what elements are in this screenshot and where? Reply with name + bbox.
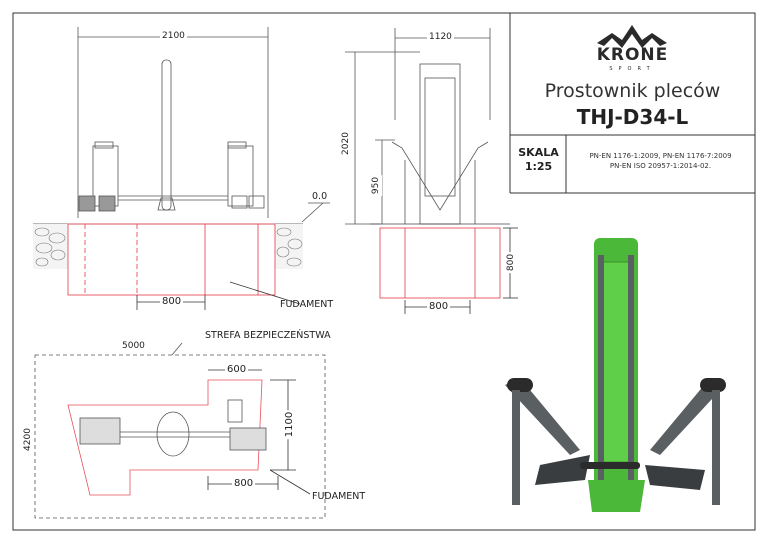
equipment-3d-render (505, 238, 726, 512)
krone-crown-logo (597, 25, 667, 48)
zone-width-dim: 4200 (22, 426, 34, 453)
plan-view (34, 342, 326, 519)
plan-dim-800: 800 (232, 478, 256, 489)
brand-logo-subtext: SPORT (609, 66, 656, 72)
front-foundation-label: FUDAMENT (280, 299, 334, 310)
foundation-depth-dim: 800 (506, 251, 518, 274)
norms-line-2: PN-EN ISO 20957-1:2014-02. (609, 162, 712, 170)
zone-length-dim: 5000 (120, 341, 147, 352)
brand-logo-text: KRONE (596, 45, 669, 65)
ground-rocks (33, 224, 303, 269)
sheet-border (12, 12, 756, 531)
front-view (33, 27, 330, 225)
side-dim-lines (404, 227, 518, 314)
plan-foundation-label: FUDAMENT (312, 491, 366, 502)
side-width-dim: 1120 (427, 32, 454, 43)
scale-value: 1:25 (524, 160, 553, 173)
front-foundation (67, 223, 276, 296)
norms-line-1: PN-EN 1176-1:2009, PN-EN 1176-7:2009 (589, 152, 732, 160)
front-width-dim: 2100 (160, 31, 187, 42)
level-mark: 0.0 (312, 191, 328, 202)
handle-height-dim: 950 (371, 174, 383, 197)
scale-label: SKALA (518, 146, 559, 159)
product-model: THJ-D34-L (576, 105, 689, 129)
safety-zone-label: STREFA BEZPIECZEŃSTWA (205, 330, 331, 341)
side-foundation (379, 227, 501, 299)
plan-dim-600: 600 (225, 364, 249, 375)
side-view (345, 28, 510, 225)
front-foundation-dim: 800 (160, 296, 184, 307)
title-block-lines (509, 13, 755, 194)
product-name: Prostownik pleców (544, 80, 721, 102)
side-height-dim: 2020 (340, 130, 352, 157)
side-foundation-width-dim: 800 (427, 301, 451, 312)
plan-dim-1100: 1100 (284, 409, 296, 440)
